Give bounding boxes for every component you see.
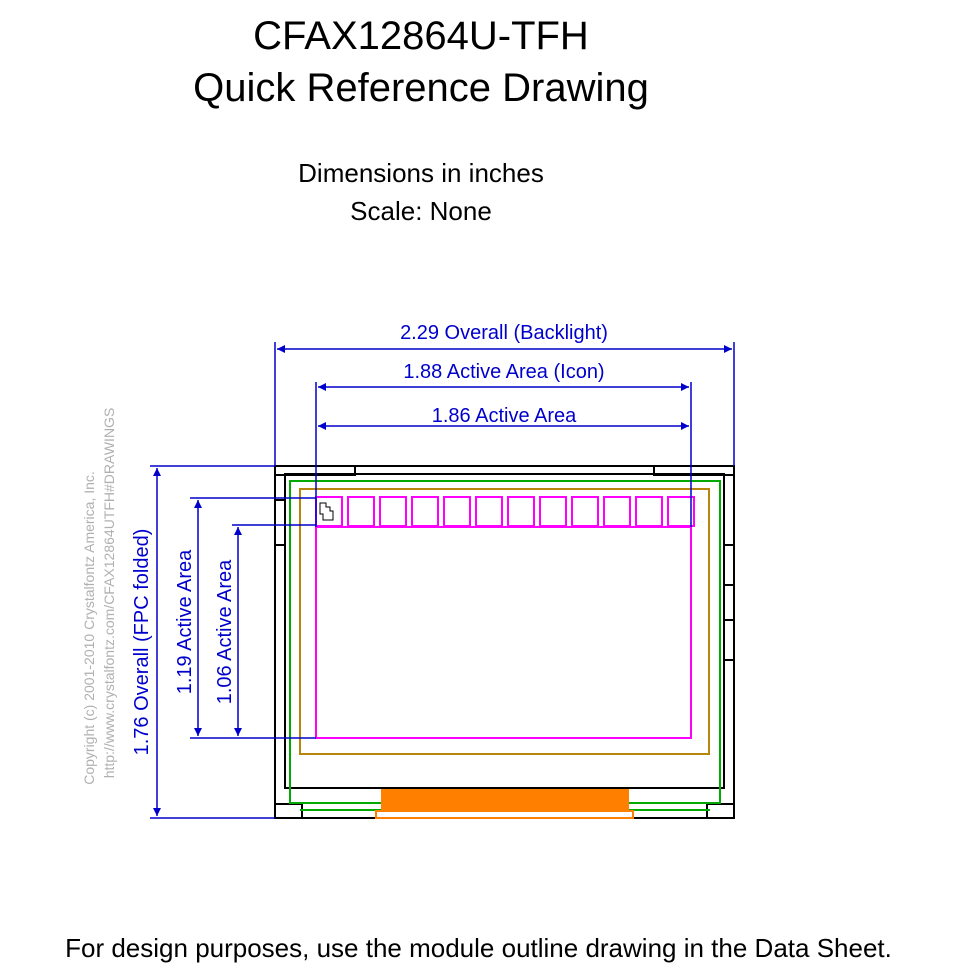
viewing-area-outline bbox=[299, 488, 710, 755]
units-note: Dimensions in inches bbox=[298, 158, 544, 188]
active-area bbox=[315, 496, 695, 739]
copyright-line: Copyright (c) 2001-2010 Crystalfontz Ame… bbox=[81, 471, 97, 785]
icon-cell bbox=[347, 496, 375, 527]
icon-cell bbox=[667, 496, 695, 527]
active-area-icon-height-label: 1.19 Active Area bbox=[174, 549, 196, 694]
icon-cell bbox=[539, 496, 567, 527]
icon-cell bbox=[443, 496, 471, 527]
module-outline bbox=[274, 465, 735, 819]
active-area-icon-width-label: 1.88 Active Area (Icon) bbox=[403, 361, 604, 383]
pcb-outline bbox=[289, 480, 721, 811]
active-area-width-label: 1.86 Active Area bbox=[432, 405, 577, 427]
icon-cell bbox=[507, 496, 535, 527]
icon-cell bbox=[379, 496, 407, 527]
icon-row bbox=[315, 496, 695, 527]
icon-cell bbox=[571, 496, 599, 527]
fpc-tail bbox=[375, 789, 634, 819]
scale-note: Scale: None bbox=[350, 196, 492, 226]
design-note: For design purposes, use the module outl… bbox=[65, 933, 892, 963]
icon-cell bbox=[603, 496, 631, 527]
overall-width-label: 2.29 Overall (Backlight) bbox=[400, 322, 608, 344]
overall-height-label: 1.76 Overall (FPC folded) bbox=[131, 529, 153, 756]
pointer-icon bbox=[319, 502, 334, 521]
icon-cell bbox=[635, 496, 663, 527]
active-area-height-label: 1.06 Active Area bbox=[214, 559, 236, 704]
page-title: CFAX12864U-TFH bbox=[253, 14, 589, 58]
icon-cell bbox=[475, 496, 503, 527]
copyright-url: http://www.crystalfontz.com/CFAX12864UTF… bbox=[101, 408, 117, 779]
icon-cell bbox=[411, 496, 439, 527]
dimension-lines bbox=[150, 342, 735, 819]
page-subtitle: Quick Reference Drawing bbox=[193, 66, 649, 110]
